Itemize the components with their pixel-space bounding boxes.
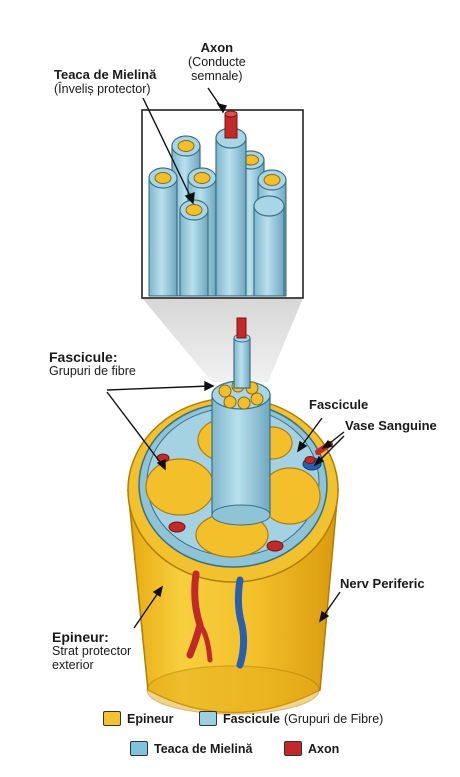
zoom-funnel bbox=[142, 298, 303, 382]
myelin-label-title: Teaca de Mielină bbox=[54, 68, 156, 82]
legend-swatch-axon bbox=[284, 741, 302, 756]
legend-item-axon: Axon bbox=[284, 741, 339, 756]
vessels-label-title: Vase Sanguine bbox=[345, 419, 437, 433]
fascicles-label-title: Fascicule: bbox=[49, 350, 136, 364]
epineur-label-sub1: Strat protector bbox=[52, 644, 131, 658]
legend-item-epineur: Epineur bbox=[103, 711, 174, 726]
legend-label-myelin: Teaca de Mielină bbox=[154, 742, 252, 756]
axon-label-sub2: semnale) bbox=[188, 69, 246, 83]
nerve-label-title: Nerv Periferic bbox=[340, 577, 425, 591]
axon-label-sub1: (Conducte bbox=[188, 55, 246, 69]
axon-label: Axon (Conducte semnale) bbox=[188, 41, 246, 83]
fascicles-label-sub: Grupuri de fibre bbox=[49, 364, 136, 378]
fascicle-label: Fascicule bbox=[309, 398, 368, 412]
epineur-label: Epineur: Strat protector exterior bbox=[52, 630, 131, 672]
legend-item-fascicle: Fascicule (Grupuri de Fibre) bbox=[199, 711, 383, 726]
axon-label-title: Axon bbox=[188, 41, 246, 55]
nerve-label: Nerv Periferic bbox=[340, 577, 425, 591]
legend-swatch-fascicle bbox=[199, 711, 217, 726]
fascicles-label: Fascicule: Grupuri de fibre bbox=[49, 350, 136, 378]
legend-note-fascicle: (Grupuri de Fibre) bbox=[284, 712, 383, 726]
myelin-label: Teaca de Mielină (Înveliș protector) bbox=[54, 68, 156, 96]
legend-swatch-myelin bbox=[130, 741, 148, 756]
epineur-label-title: Epineur: bbox=[52, 630, 131, 644]
myelin-label-sub: (Înveliș protector) bbox=[54, 82, 156, 96]
legend-item-myelin: Teaca de Mielină bbox=[130, 741, 252, 756]
legend-label-epineur: Epineur bbox=[127, 712, 174, 726]
fascicle-label-title: Fascicule bbox=[309, 398, 368, 412]
legend-swatch-epineur bbox=[103, 711, 121, 726]
legend-label-axon: Axon bbox=[308, 742, 339, 756]
vessels-label: Vase Sanguine bbox=[345, 419, 437, 433]
legend-label-fascicle: Fascicule bbox=[223, 712, 280, 726]
epineur-label-sub2: exterior bbox=[52, 658, 131, 672]
